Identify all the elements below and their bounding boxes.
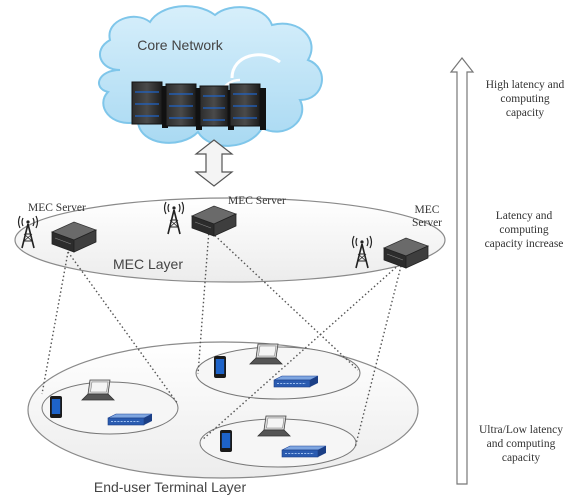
scale-label-middle-line: computing [499, 224, 548, 236]
network-switch-icon [281, 445, 327, 458]
mec-server-label: MEC Server [28, 202, 86, 214]
scale-label-top-line: computing [500, 93, 549, 105]
mec-server-label: MEC Server [228, 195, 286, 207]
scale-label-bottom-line: and computing [487, 438, 556, 450]
network-switch-icon [273, 375, 319, 388]
terminal-layer-title: End-user Terminal Layer [94, 479, 247, 495]
smartphone-icon [50, 396, 62, 418]
scale-label-middle-line: capacity increase [485, 238, 564, 250]
smartphone-icon [214, 356, 226, 378]
connection-lines [41, 229, 403, 449]
smartphone-icon [220, 430, 232, 452]
network-switch-icon [107, 413, 153, 426]
mec-layer-ellipse [14, 197, 446, 283]
cluster-ellipse-top-right [195, 346, 361, 400]
server-rack-icon [199, 85, 234, 130]
server-rack-icon [131, 81, 168, 128]
scale-label-middle: Latency and computing capacity increase [485, 210, 564, 250]
mec-server-label-line1: MEC [415, 204, 440, 216]
scale-label-bottom: Ultra/Low latency and computing capacity [479, 424, 563, 464]
mec-layer-title: MEC Layer [113, 256, 183, 272]
scale-label-middle-line: Latency and [496, 210, 553, 222]
server-rack-icon [165, 83, 202, 130]
core-mec-double-arrow-icon [194, 139, 234, 187]
server-rack-icon [229, 83, 266, 130]
mec-server-label-line2: Server [412, 217, 442, 229]
cluster-ellipse-left [41, 381, 179, 435]
scale-label-top: High latency and computing capacity [486, 79, 565, 119]
scale-label-top-line: High latency and [486, 79, 565, 91]
core-network-title: Core Network [137, 37, 224, 53]
scale-label-bottom-line: capacity [502, 452, 541, 464]
scale-label-bottom-line: Ultra/Low latency [479, 424, 563, 436]
latency-scale-arrow [449, 57, 475, 485]
scale-label-top-line: capacity [506, 107, 545, 119]
core-server-racks [131, 81, 266, 130]
